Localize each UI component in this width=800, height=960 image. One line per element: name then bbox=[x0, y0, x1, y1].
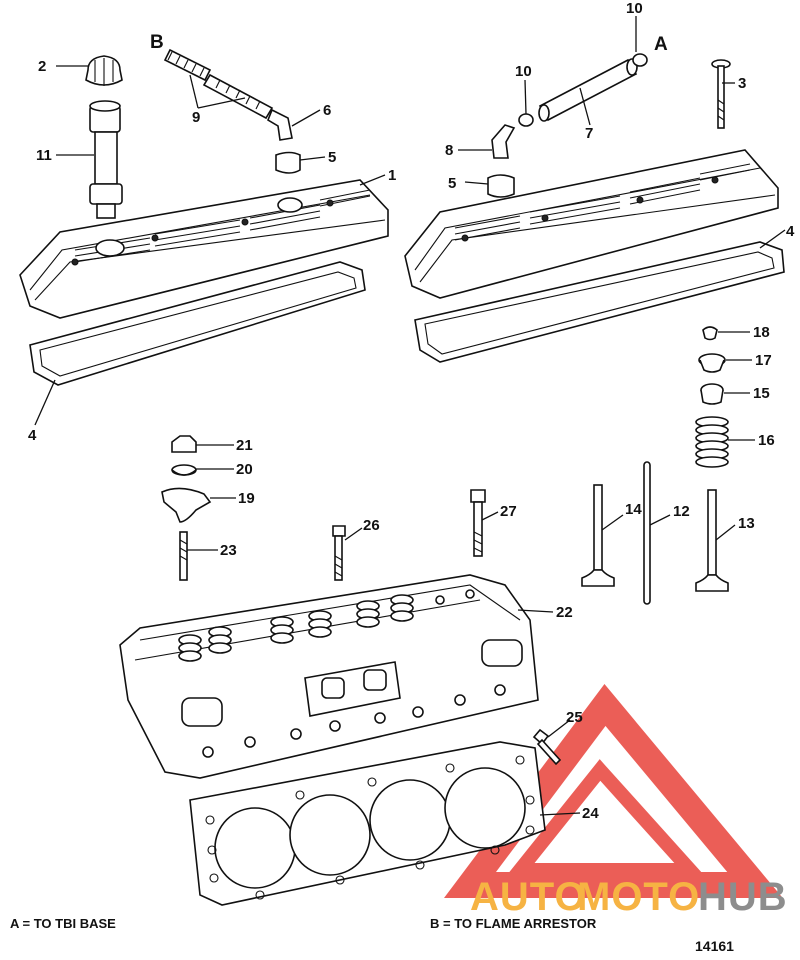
callout-15: 15 bbox=[753, 385, 770, 402]
spring-retainer bbox=[698, 353, 726, 373]
right-valve-cover bbox=[404, 149, 779, 299]
left-valve-cover bbox=[19, 179, 389, 319]
hose-clamps bbox=[518, 53, 648, 127]
callout-12: 12 bbox=[673, 503, 690, 520]
callout-10-left: 10 bbox=[515, 63, 532, 80]
pcv-hose-left bbox=[163, 48, 274, 120]
callout-11: 11 bbox=[36, 147, 52, 164]
leader-lines bbox=[34, 16, 786, 816]
callout-5-right: 5 bbox=[448, 175, 456, 192]
right-cover-gasket bbox=[414, 241, 785, 363]
logo-text-moto: MOTO bbox=[577, 875, 700, 919]
callout-27: 27 bbox=[500, 503, 517, 520]
callout-13: 13 bbox=[738, 515, 755, 532]
callout-25: 25 bbox=[566, 709, 583, 726]
pcv-tube-right bbox=[538, 58, 638, 122]
head-gasket-bolt bbox=[532, 728, 562, 766]
callout-1: 1 bbox=[388, 167, 396, 184]
valve-springs-installed bbox=[178, 594, 414, 662]
logo-text-auto: AUTO bbox=[470, 875, 587, 919]
callout-8: 8 bbox=[445, 142, 453, 159]
head-bolt-holes bbox=[202, 589, 506, 758]
head-bolt-short bbox=[332, 525, 346, 581]
callout-20: 20 bbox=[236, 461, 253, 478]
rocker-nut bbox=[171, 435, 197, 453]
callout-2: 2 bbox=[38, 58, 46, 75]
callout-4-left: 4 bbox=[28, 427, 37, 444]
callout-9: 9 bbox=[192, 109, 200, 126]
rocker-ball bbox=[171, 464, 197, 476]
valve-seal bbox=[700, 383, 724, 405]
legend-a: A = TO TBI BASE bbox=[10, 916, 116, 931]
callout-14: 14 bbox=[625, 501, 642, 518]
letter-b: B bbox=[150, 32, 164, 53]
callout-5-left: 5 bbox=[328, 149, 336, 166]
callout-26: 26 bbox=[363, 517, 380, 534]
legend-b: B = TO FLAME ARRESTOR bbox=[430, 916, 597, 931]
pcv-elbow-right bbox=[487, 124, 516, 198]
head-gasket bbox=[189, 741, 546, 906]
callout-16: 16 bbox=[758, 432, 775, 449]
callout-7: 7 bbox=[585, 125, 593, 142]
exhaust-ports bbox=[181, 639, 523, 727]
valve-spring bbox=[695, 416, 729, 468]
oil-filler-cap bbox=[85, 55, 123, 86]
callout-22: 22 bbox=[556, 604, 573, 621]
valve-keepers bbox=[702, 326, 718, 341]
logo-text-hub: HUB bbox=[698, 875, 788, 919]
pushrod bbox=[643, 461, 651, 605]
breather-tube bbox=[89, 100, 123, 219]
callout-19: 19 bbox=[238, 490, 255, 507]
callout-21: 21 bbox=[236, 437, 253, 454]
callout-3: 3 bbox=[738, 75, 746, 92]
pcv-elbow-left bbox=[267, 108, 301, 174]
callout-4-right: 4 bbox=[786, 223, 795, 240]
callout-23: 23 bbox=[220, 542, 237, 559]
cylinder-head bbox=[119, 574, 539, 779]
callout-6: 6 bbox=[323, 102, 331, 119]
exhaust-valve bbox=[695, 489, 729, 592]
callout-17: 17 bbox=[755, 352, 772, 369]
callout-24: 24 bbox=[582, 805, 599, 822]
rocker-arm bbox=[161, 487, 212, 523]
intake-valve bbox=[581, 484, 615, 587]
letter-a: A bbox=[654, 34, 668, 55]
figure-number: 14161 bbox=[695, 938, 734, 954]
left-cover-gasket bbox=[29, 261, 366, 386]
head-bolt-long bbox=[470, 489, 486, 557]
rocker-cover-bolt bbox=[711, 59, 731, 129]
callout-labels: 1 2 3 4 4 5 5 6 7 8 9 10 10 11 12 13 14 … bbox=[28, 0, 795, 822]
callout-10-top: 10 bbox=[626, 0, 643, 17]
rocker-stud bbox=[179, 531, 188, 581]
callout-18: 18 bbox=[753, 324, 770, 341]
